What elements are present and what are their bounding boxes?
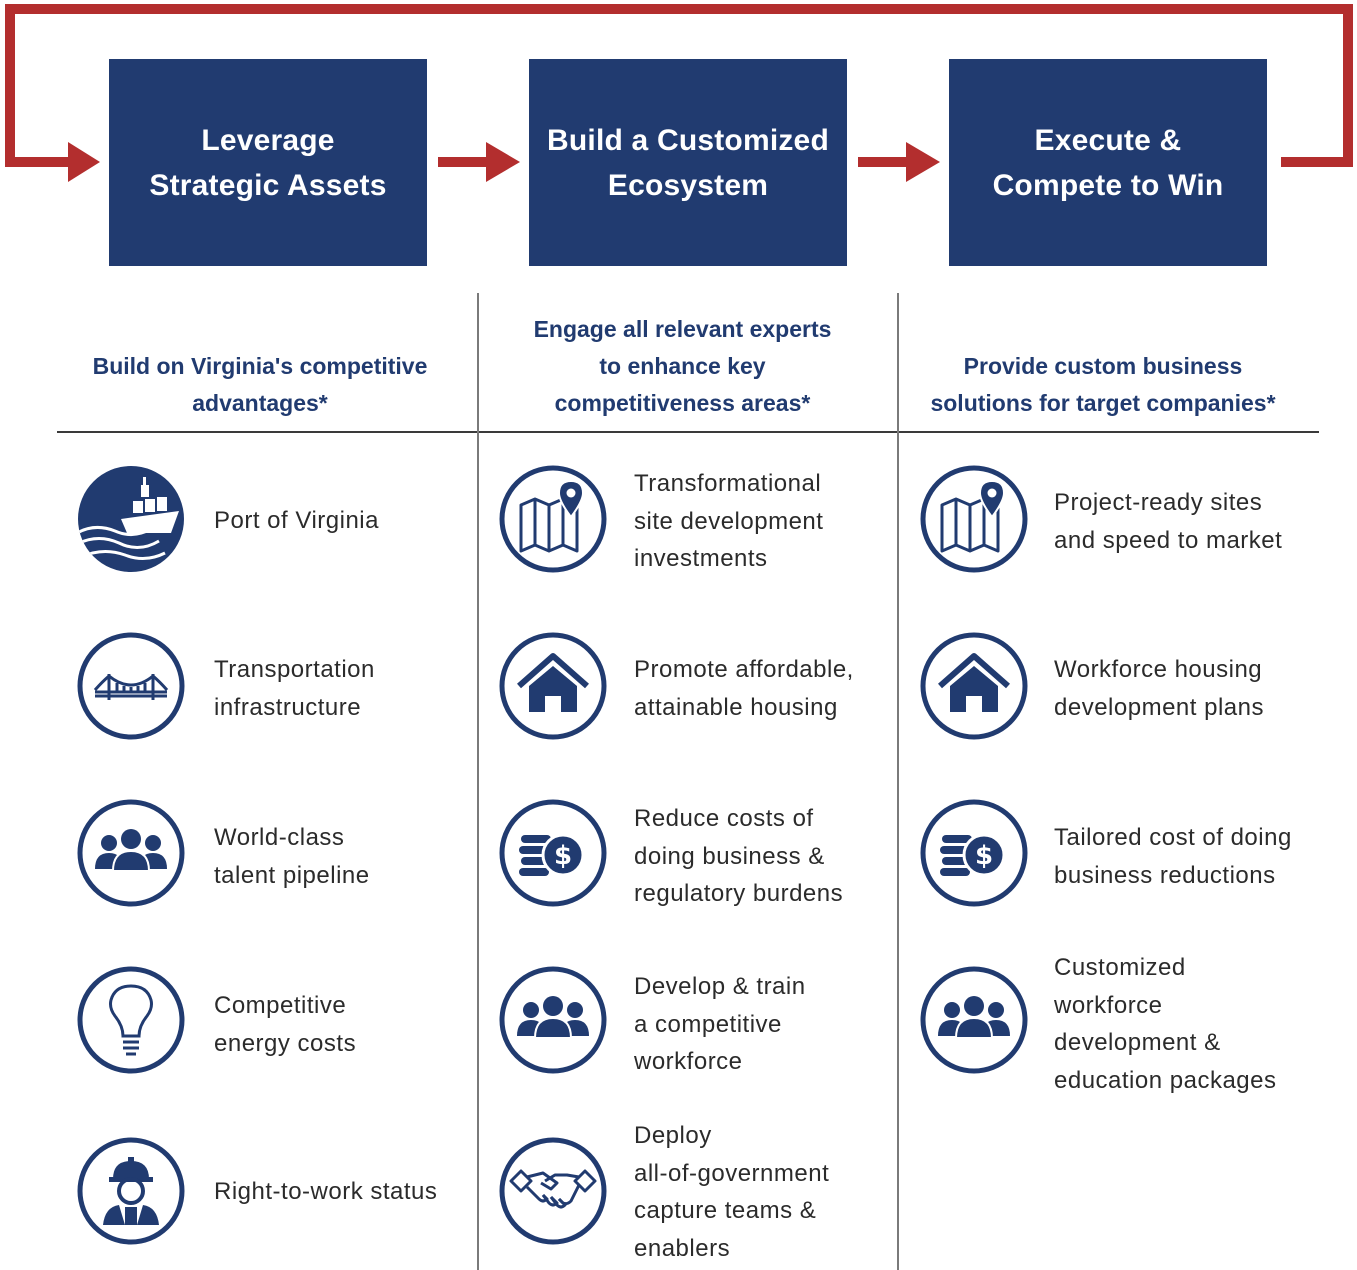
column-divider	[897, 293, 899, 1270]
header-divider	[57, 431, 1319, 433]
coins-dollar-icon: $	[920, 799, 1028, 907]
column-heading: Build on Virginia's competitive advantag…	[92, 353, 428, 416]
item-text: Customized workforce development & educa…	[1054, 954, 1277, 1094]
item-text: Transportation infrastructure	[214, 656, 375, 721]
lightbulb-icon	[77, 966, 185, 1074]
map-pin-icon	[920, 465, 1028, 573]
item-text: World-class talent pipeline	[214, 824, 370, 889]
item-text: Tailored cost of doing business reductio…	[1054, 824, 1292, 889]
item-text: Transformational site development invest…	[634, 470, 824, 572]
item-text: Workforce housing development plans	[1054, 656, 1264, 721]
step-arrow-2-3	[858, 142, 940, 182]
step-title: Execute & Compete to Win	[992, 123, 1224, 202]
item-text: Reduce costs of doing business & regulat…	[634, 805, 844, 907]
column-heading: Engage all relevant experts to enhance k…	[533, 316, 832, 416]
map-pin-icon	[499, 465, 607, 573]
item-text: Right-to-work status	[214, 1178, 438, 1205]
column-heading: Provide custom business solutions for ta…	[930, 353, 1276, 416]
people-icon	[920, 966, 1028, 1074]
coins-dollar-icon: $	[499, 799, 607, 907]
people-icon	[77, 799, 185, 907]
item-text: Promote affordable, attainable housing	[634, 656, 854, 721]
step-box-build: Build a Customized Ecosystem	[529, 59, 847, 266]
house-icon	[920, 632, 1028, 740]
step-title: Build a Customized Ecosystem	[547, 123, 829, 202]
step-arrow-1-2	[438, 142, 520, 182]
handshake-icon	[499, 1137, 607, 1245]
item-text: Project-ready sites and speed to market	[1054, 489, 1283, 554]
step-box-execute: Execute & Compete to Win	[949, 59, 1267, 266]
feedback-loop-arrow	[5, 4, 1353, 182]
bridge-icon	[77, 632, 185, 740]
svg-text:$: $	[975, 841, 993, 871]
house-icon	[499, 632, 607, 740]
item-text: Deploy all-of-government capture teams &…	[634, 1122, 830, 1262]
worker-icon	[77, 1137, 185, 1245]
ship-icon	[78, 466, 184, 572]
item-text: Port of Virginia	[214, 507, 379, 534]
people-icon	[499, 966, 607, 1074]
column-divider	[477, 293, 479, 1270]
svg-text:$: $	[554, 841, 572, 871]
item-text: Develop & train a competitive workforce	[634, 973, 806, 1075]
item-text: Competitive energy costs	[214, 992, 357, 1057]
step-box-leverage: Leverage Strategic Assets	[109, 59, 427, 266]
step-title: Leverage Strategic Assets	[149, 123, 387, 202]
